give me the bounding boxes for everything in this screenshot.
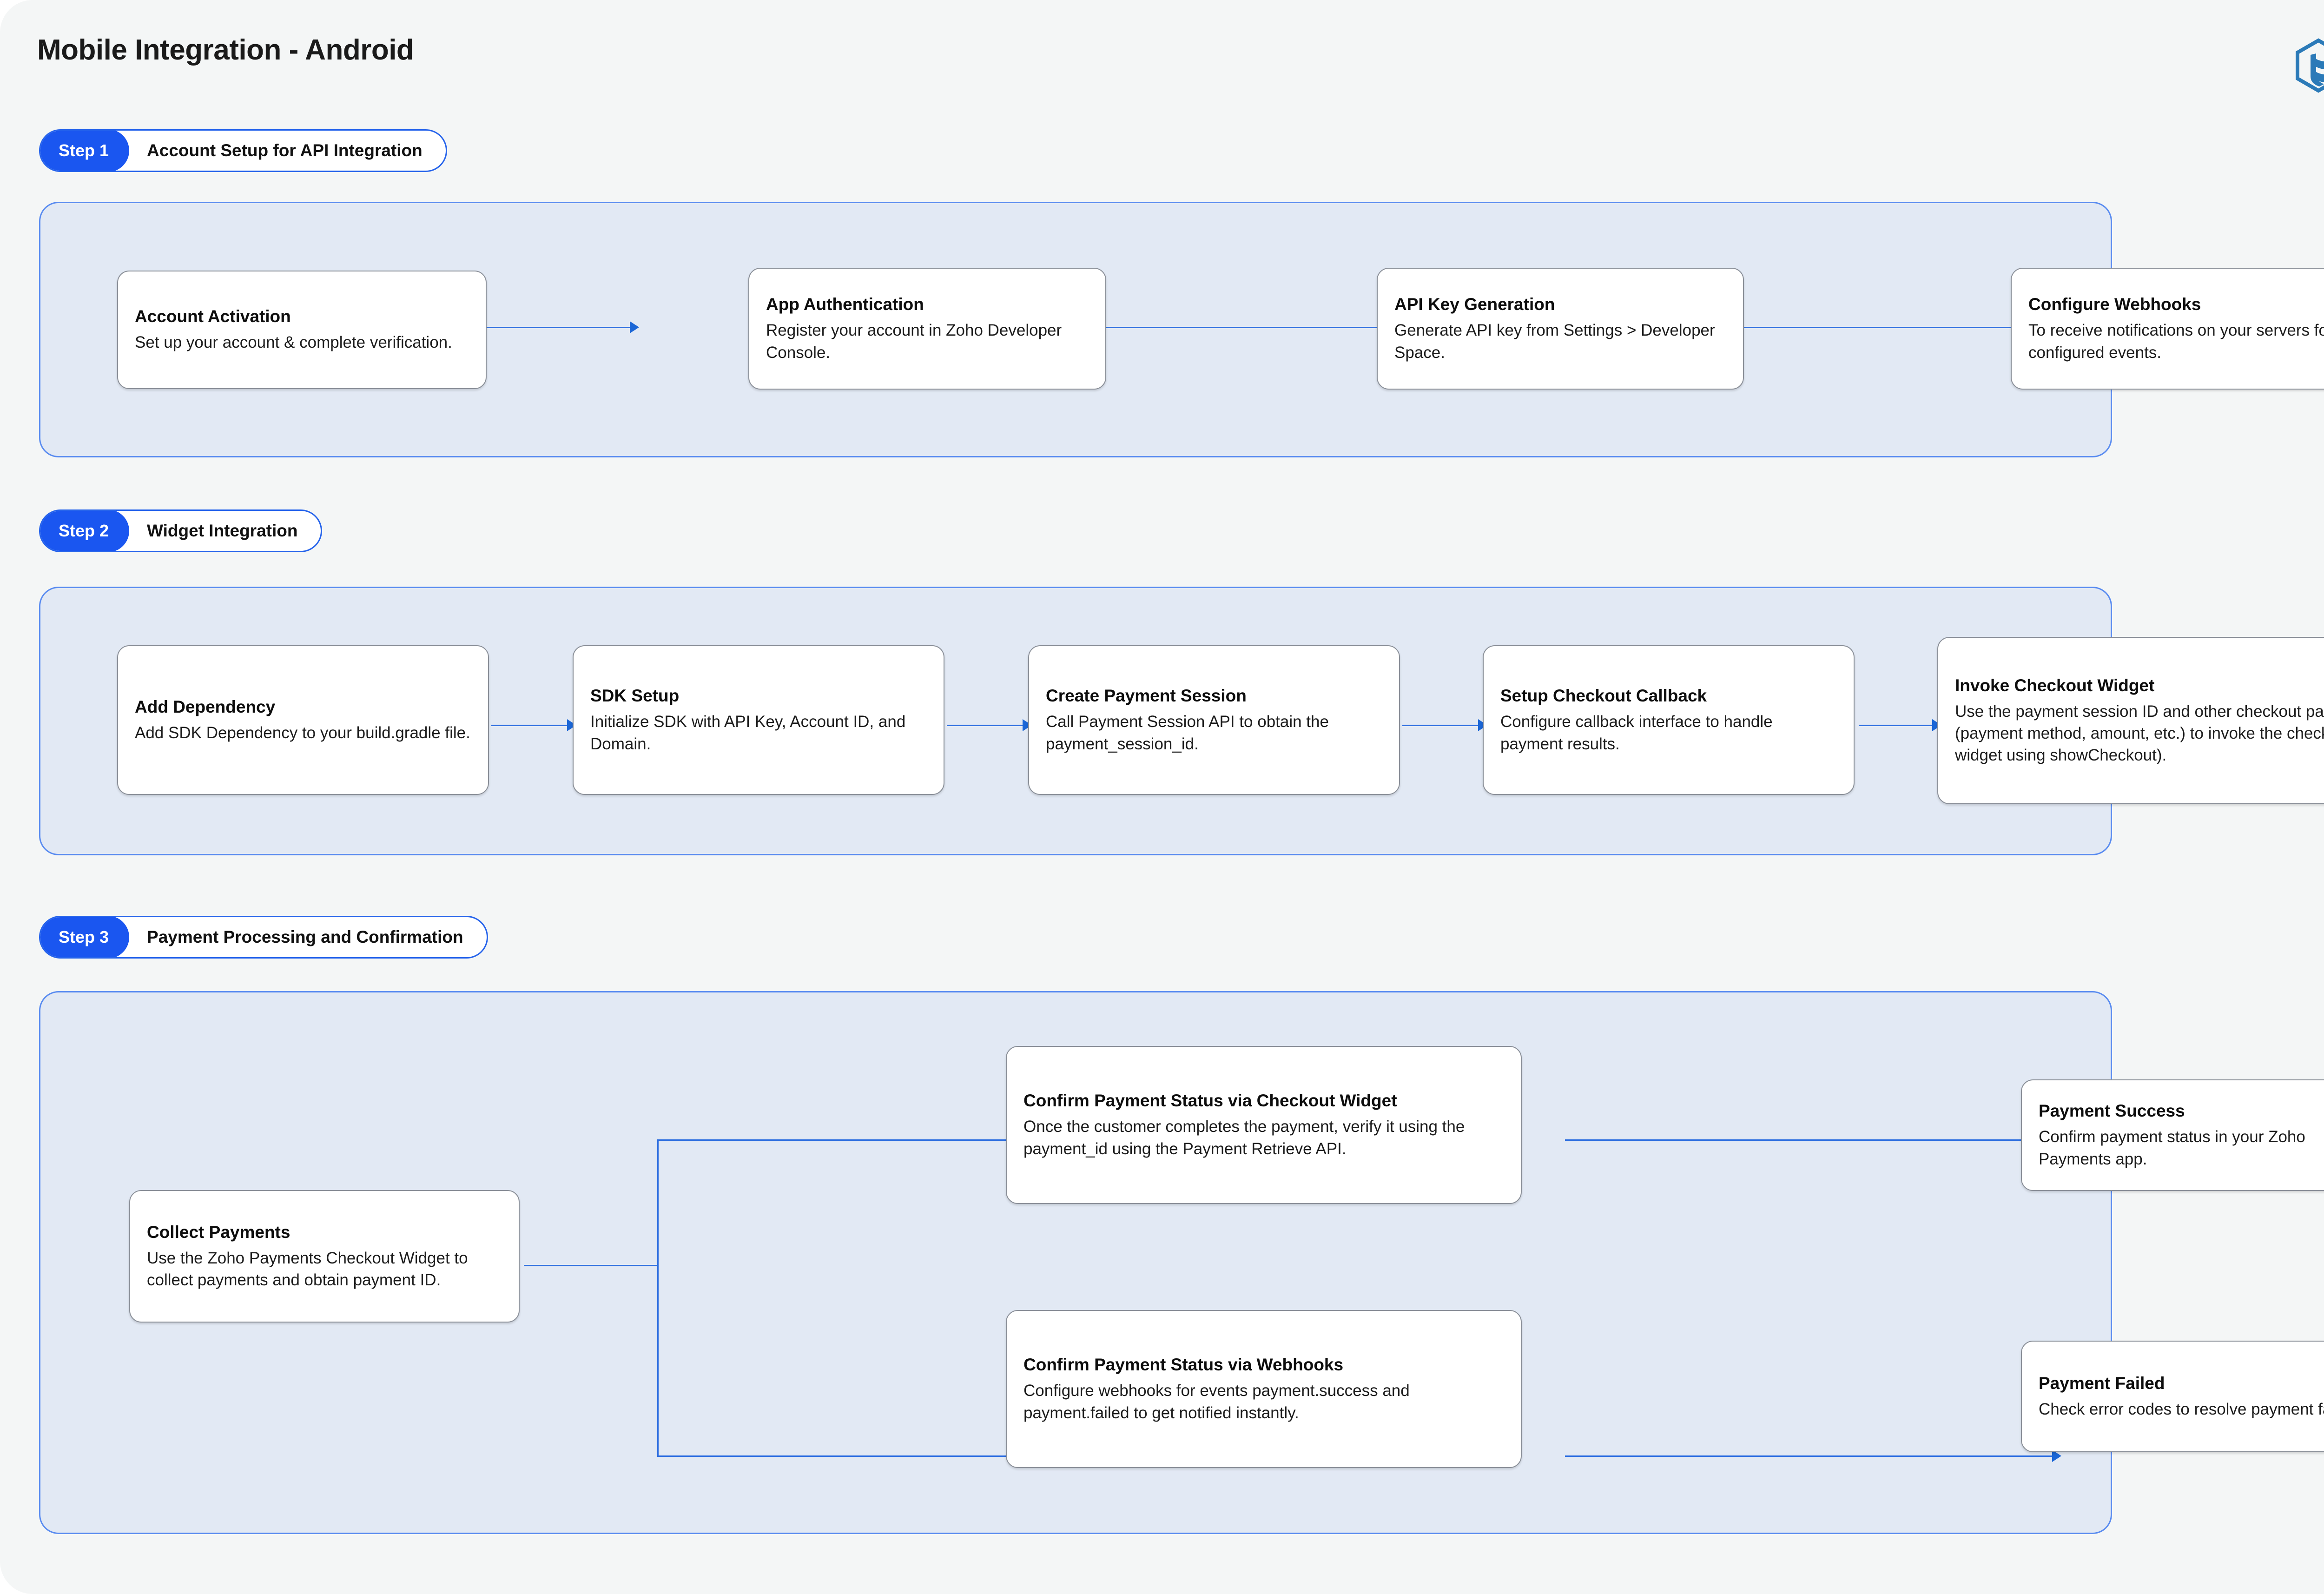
node-create-payment-session[interactable]: Create Payment Session Call Payment Sess… [1028, 645, 1400, 795]
step-3-badge: Step 3 [40, 917, 130, 957]
page-title: Mobile Integration - Android [37, 34, 414, 66]
connector-branch-top [657, 1139, 1043, 1141]
arrow-head-1-2 [630, 321, 639, 333]
node-description: Call Payment Session API to obtain the p… [1046, 713, 1329, 753]
node-title: Account Activation [135, 307, 291, 326]
connector-1-2 [408, 327, 635, 328]
node-sdk-setup[interactable]: SDK Setup Initialize SDK with API Key, A… [573, 645, 944, 795]
node-description: Use the Zoho Payments Checkout Widget to… [147, 1249, 468, 1290]
node-description: Configure callback interface to handle p… [1500, 713, 1773, 753]
step-1-header[interactable]: Step 1 Account Setup for API Integration [39, 129, 447, 172]
connector-3-4 [1402, 725, 1484, 726]
node-description: Once the customer completes the payment,… [1023, 1118, 1465, 1158]
node-title: Payment Success [2039, 1101, 2185, 1121]
step-1-badge: Step 1 [40, 131, 130, 171]
step-3-title: Payment Processing and Confirmation [147, 927, 463, 946]
node-description: Initialize SDK with API Key, Account ID,… [590, 713, 906, 753]
connector-split-trunk [657, 1139, 659, 1457]
node-description: Generate API key from Settings > Develop… [1394, 321, 1715, 362]
connector-3-4 [1669, 327, 2039, 328]
node-title: Collect Payments [147, 1222, 290, 1242]
node-add-dependency[interactable]: Add Dependency Add SDK Dependency to you… [117, 645, 489, 795]
step-2-title: Widget Integration [147, 521, 298, 540]
arrow-head-webhooks-failed [2052, 1450, 2061, 1462]
connector-2-3 [1038, 327, 1405, 328]
zoho-hexagon-logo-icon [2296, 38, 2324, 93]
node-title: Invoke Checkout Widget [1955, 675, 2155, 695]
node-description: Configure webhooks for events payment.su… [1023, 1382, 1410, 1422]
node-invoke-checkout-widget[interactable]: Invoke Checkout Widget Use the payment s… [1937, 637, 2324, 804]
node-configure-webhooks[interactable]: Configure Webhooks To receive notificati… [2011, 268, 2324, 390]
node-title: Add Dependency [135, 697, 276, 716]
node-title: Configure Webhooks [2028, 295, 2201, 314]
step-3-header[interactable]: Step 3 Payment Processing and Confirmati… [39, 916, 488, 959]
step-2-header[interactable]: Step 2 Widget Integration [39, 509, 323, 552]
node-description: Check error codes to resolve payment fai… [2039, 1400, 2324, 1418]
zoho-payments-logo: Zoho Payments [2293, 38, 2324, 93]
node-confirm-status-webhooks[interactable]: Confirm Payment Status via Webhooks Conf… [1006, 1310, 1522, 1468]
connector-branch-bottom [657, 1455, 1043, 1457]
connector-2-3 [947, 725, 1028, 726]
connector-split-stem [524, 1265, 659, 1266]
connector-webhooks-failed [1565, 1455, 2058, 1457]
node-app-authentication[interactable]: App Authentication Register your account… [748, 268, 1106, 390]
connector-4-5 [1859, 725, 1938, 726]
node-title: App Authentication [766, 295, 924, 314]
node-payment-failed[interactable]: Payment Failed Check error codes to reso… [2021, 1341, 2324, 1452]
node-description: Add SDK Dependency to your build.gradle … [135, 723, 470, 742]
node-description: To receive notifications on your servers… [2028, 321, 2324, 362]
node-payment-success[interactable]: Payment Success Confirm payment status i… [2021, 1079, 2324, 1191]
node-description: Set up your account & complete verificat… [135, 333, 452, 352]
node-title: Confirm Payment Status via Webhooks [1023, 1355, 1344, 1375]
step-2-badge: Step 2 [40, 511, 130, 551]
node-setup-checkout-callback[interactable]: Setup Checkout Callback Configure callba… [1483, 645, 1855, 795]
node-title: Create Payment Session [1046, 686, 1247, 706]
node-title: Payment Failed [2039, 1373, 2165, 1393]
node-description: Register your account in Zoho Developer … [766, 321, 1062, 362]
connector-widget-success [1565, 1139, 2058, 1141]
node-confirm-status-checkout-widget[interactable]: Confirm Payment Status via Checkout Widg… [1006, 1046, 1522, 1204]
node-account-activation[interactable]: Account Activation Set up your account &… [117, 271, 487, 389]
step-1-title: Account Setup for API Integration [147, 141, 423, 160]
connector-1-2 [491, 725, 573, 726]
node-title: Confirm Payment Status via Checkout Widg… [1023, 1091, 1397, 1111]
node-api-key-generation[interactable]: API Key Generation Generate API key from… [1377, 268, 1744, 390]
node-description: Confirm payment status in your Zoho Paym… [2039, 1128, 2305, 1168]
node-description: Use the payment session ID and other che… [1955, 702, 2324, 765]
node-title: Setup Checkout Callback [1500, 686, 1707, 706]
node-collect-payments[interactable]: Collect Payments Use the Zoho Payments C… [129, 1190, 520, 1323]
node-title: SDK Setup [590, 686, 680, 706]
node-title: API Key Generation [1394, 295, 1555, 314]
